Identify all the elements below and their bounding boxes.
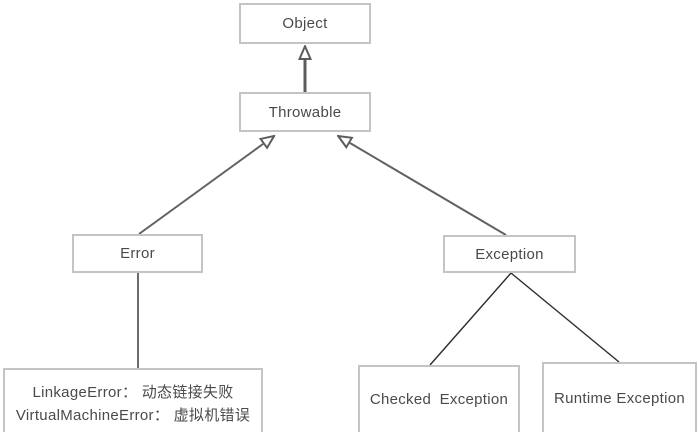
- edge-error-throwable: [138, 144, 263, 235]
- node-virtual-machine-error-label: VirtualMachineError： 虚拟机错误: [15, 407, 251, 424]
- node-throwable-label: Throwable: [268, 103, 342, 121]
- edge-exception-throwable: [350, 143, 507, 236]
- node-runtime-exception: Runtime Exception: [542, 362, 697, 432]
- node-exception: Exception: [443, 235, 576, 273]
- node-exception-label: Exception: [475, 245, 544, 263]
- node-linkage-error-label: LinkageError： 动态链接失败: [32, 384, 234, 401]
- edge-exception-checked: [429, 272, 512, 366]
- node-throwable: Throwable: [239, 92, 371, 132]
- node-runtime-exception-label: Runtime Exception: [554, 390, 685, 407]
- node-checked-exception: Checked Exception: [358, 365, 520, 432]
- node-checked-exception-label: Checked Exception: [369, 391, 509, 408]
- node-object: Object: [239, 3, 371, 44]
- node-error-children: LinkageError： 动态链接失败 VirtualMachineError…: [3, 368, 263, 432]
- node-error: Error: [72, 234, 203, 273]
- node-error-label: Error: [120, 245, 155, 262]
- edge-exception-runtime: [510, 272, 620, 363]
- node-object-label: Object: [282, 15, 328, 32]
